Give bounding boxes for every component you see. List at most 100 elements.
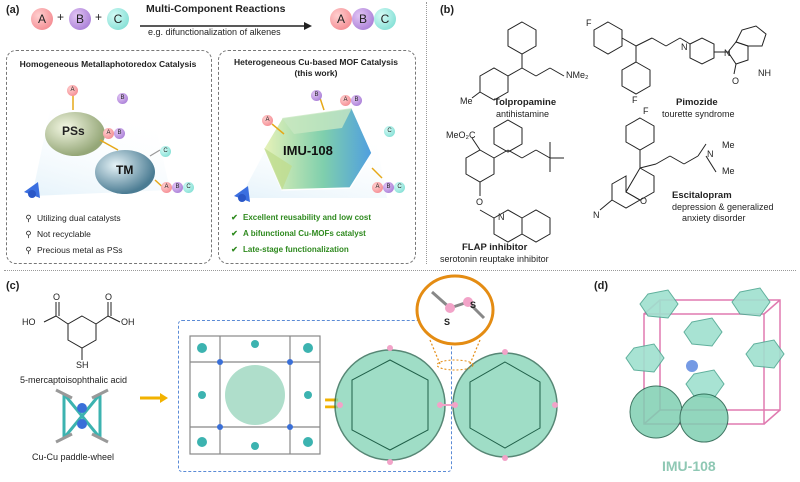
s-atom-label: S	[444, 317, 451, 327]
heterogeneous-title-line1: Heterogeneous Cu-based MOF Catalysis	[234, 57, 398, 67]
paddle-wheel-name: Cu-Cu paddle-wheel	[32, 452, 115, 462]
drug-name-flap-inhibitor: FLAP inhibitor	[462, 242, 528, 253]
nitrile-n-atom: N	[593, 210, 600, 220]
o-atom: O	[105, 292, 113, 302]
nme2-substituent: NMe₂	[566, 70, 589, 80]
product-b-ball: B	[352, 8, 374, 30]
reactant-a-ball: A	[31, 8, 53, 30]
small-b-ball: B	[351, 95, 362, 106]
meo2c-substituent: MeO₂C	[446, 130, 476, 140]
ligand-name: 5-mercaptoisophthalic acid	[20, 375, 128, 385]
o-atom: O	[53, 292, 61, 302]
zoom-inset	[415, 274, 495, 371]
small-a-ball: A	[340, 95, 351, 106]
horizontal-divider	[4, 270, 796, 271]
check-circle-icon: ✔	[231, 213, 238, 222]
small-c-ball: C	[384, 126, 395, 137]
panel-c-label: (c)	[6, 280, 20, 292]
small-a-ball: A	[161, 182, 172, 193]
tm-sphere	[95, 150, 155, 194]
small-b-ball: B	[383, 182, 394, 193]
me-substituent: Me	[722, 140, 735, 150]
homogeneous-title: Homogeneous Metallaphotoredox Catalysis	[19, 59, 197, 69]
reactant-b-ball: B	[69, 8, 91, 30]
framework-structure	[189, 335, 321, 455]
product-a-ball: A	[330, 8, 352, 30]
ligand-structure	[43, 302, 121, 360]
homogeneous-bullet: ⚲ Precious metal as PSs	[24, 245, 123, 256]
tm-label: TM	[116, 163, 134, 177]
plus-sign: +	[57, 10, 65, 24]
bullet-text: Precious metal as PSs	[37, 245, 123, 255]
n-atom: N	[707, 149, 714, 159]
search-icon: ⚲	[25, 229, 32, 239]
panel-a-label: (a)	[6, 4, 20, 16]
check-circle-icon: ✔	[231, 245, 238, 254]
reactant-c-ball: C	[107, 8, 129, 30]
drug-name-pimozide: Pimozide	[676, 97, 718, 108]
heterogeneous-bullet: ✔Late-stage functionalization	[230, 245, 349, 254]
mof-label: IMU-108	[283, 143, 333, 158]
reaction-arrow-subtitle: e.g. difunctionalization of alkenes	[148, 27, 281, 37]
small-b-ball: B	[114, 128, 125, 139]
me-substituent: Me	[722, 166, 735, 176]
drug-name-tolpropamine: Tolpropamine	[494, 97, 557, 108]
pss-sphere	[45, 112, 105, 156]
n-atom: N	[724, 48, 731, 58]
framework-box	[178, 320, 452, 472]
drug-use-escitalopram-line2: anxiety disorder	[682, 213, 746, 223]
heterogeneous-box	[218, 50, 416, 264]
check-circle-icon: ✔	[231, 229, 238, 238]
me-substituent: Me	[460, 96, 473, 106]
panel-d-label: (d)	[594, 280, 609, 292]
drug-structures	[465, 21, 767, 243]
plus-sign: +	[95, 10, 103, 24]
f-substituent: F	[586, 18, 592, 28]
pss-label: PSs	[62, 124, 85, 138]
small-a-ball: A	[103, 128, 114, 139]
small-b-ball: B	[311, 90, 322, 101]
panel-b-label: (b)	[440, 4, 455, 16]
reaction-arrow-title: Multi-Component Reactions	[146, 3, 286, 15]
small-b-ball: B	[172, 182, 183, 193]
o-atom: O	[476, 197, 484, 207]
drug-use-flap-inhibitor: serotonin reuptake inhibitor	[440, 254, 549, 264]
bullet-text: Excellent reusability and low cost	[243, 213, 372, 222]
search-icon: ⚲	[25, 213, 32, 223]
homogeneous-bullet: ⚲ Not recyclable	[24, 229, 91, 240]
lamp-icon	[234, 186, 250, 202]
yellow-arrow	[140, 390, 168, 408]
heterogeneous-bullet: ✔ Excellent reusability and low cost	[230, 213, 371, 222]
bullet-text: A bifunctional Cu-MOFs catalyst	[243, 229, 366, 238]
homogeneous-scheme	[24, 94, 170, 198]
vertical-divider	[426, 2, 427, 264]
homogeneous-box	[6, 50, 212, 264]
small-a-ball: A	[67, 85, 78, 96]
lamp-icon	[24, 182, 40, 198]
n-atom: N	[681, 42, 688, 52]
imu108-label: IMU-108	[662, 458, 716, 474]
small-a-ball: A	[372, 182, 383, 193]
cage-structures	[334, 345, 558, 465]
o-atom: O	[732, 76, 740, 86]
small-a-ball: A	[262, 115, 273, 126]
small-c-ball: C	[183, 182, 194, 193]
small-c-ball: C	[160, 146, 171, 157]
f-substituent: F	[643, 106, 649, 116]
reaction-arrow	[140, 17, 312, 35]
oh-group: OH	[121, 317, 135, 327]
o-atom: O	[640, 196, 648, 206]
small-b-ball: B	[117, 93, 128, 104]
small-c-ball: C	[394, 182, 405, 193]
n-atom: N	[498, 212, 505, 222]
product-c-ball: C	[374, 8, 396, 30]
imu108-lattice	[625, 287, 785, 443]
heterogeneous-title-line2: (this work)	[294, 68, 338, 78]
f-substituent: F	[632, 95, 638, 105]
paddle-wheel-structure	[55, 388, 109, 444]
nh-atom: NH	[758, 68, 771, 78]
drug-use-pimozide: tourette syndrome	[662, 109, 735, 119]
bullet-text: Not recyclable	[37, 229, 91, 239]
search-icon: ⚲	[25, 245, 32, 255]
bullet-text: Utilizing dual catalysts	[37, 213, 121, 223]
